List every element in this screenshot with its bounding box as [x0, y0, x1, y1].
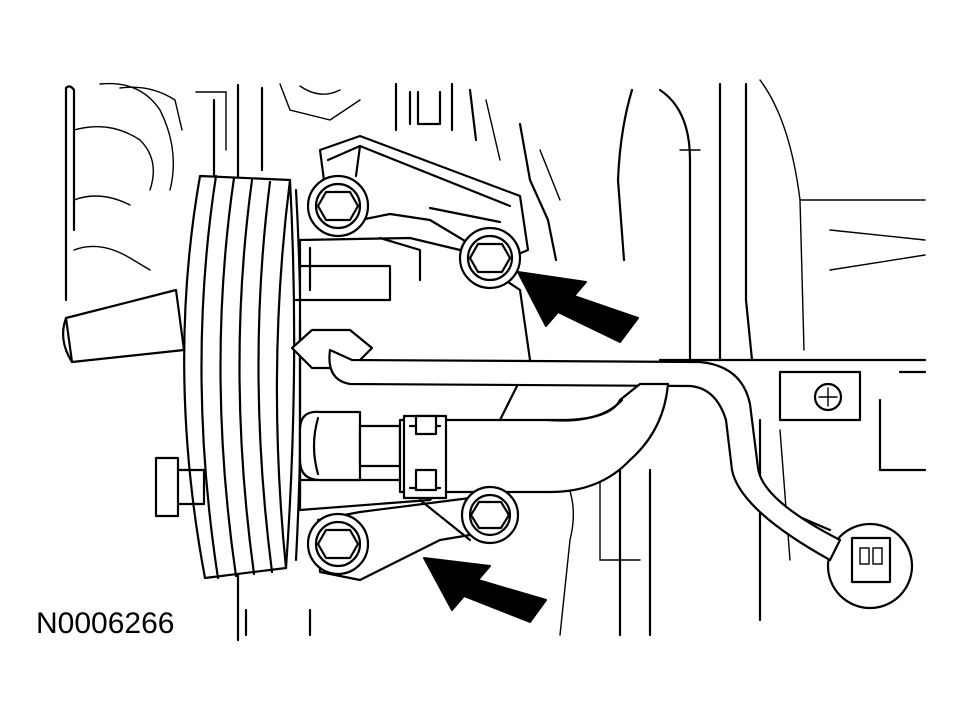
hoses	[328, 348, 842, 562]
bolt-upper-left	[306, 174, 370, 238]
bolt-lower-left	[306, 512, 370, 576]
figure-id-label: N0006266	[36, 607, 175, 640]
bolt-upper-right	[458, 226, 522, 290]
arrow-upper-bolt	[517, 271, 639, 343]
pulley	[154, 174, 303, 580]
bolt-lower-right	[460, 485, 520, 545]
arrow-lower-bolts	[423, 557, 547, 623]
